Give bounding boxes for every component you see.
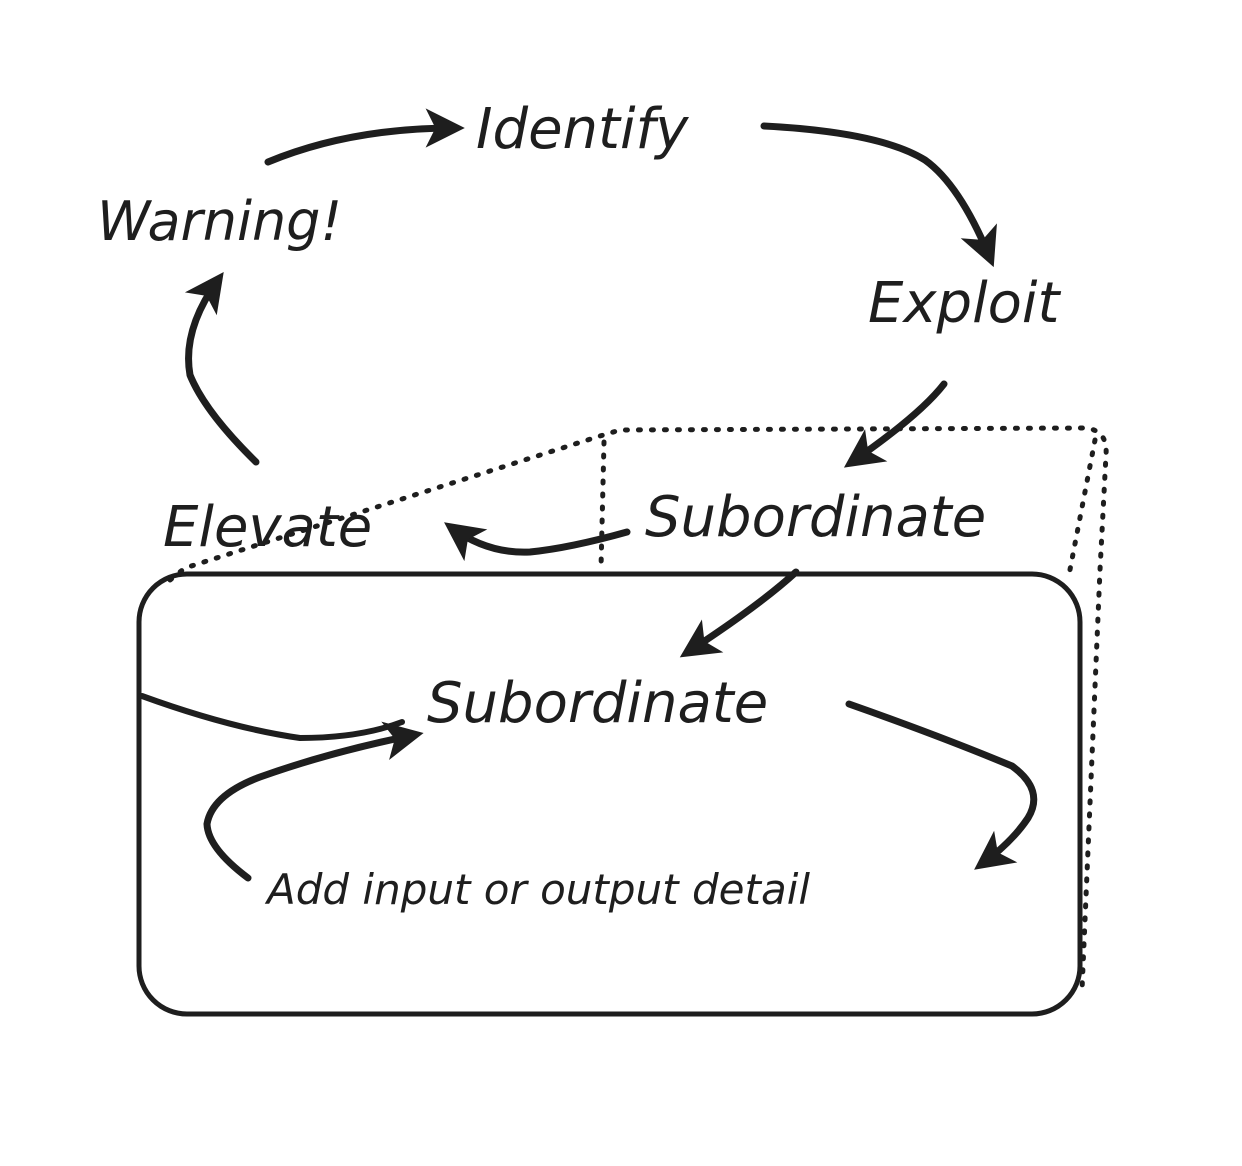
arrow-detail-to-subordinate [203, 721, 424, 882]
inner-box [136, 571, 1083, 1017]
arrow-elevate-to-warning [184, 272, 260, 466]
node-subordinate-top: Subordinate [645, 485, 986, 550]
node-exploit: Exploit [868, 271, 1061, 336]
arrow-subordinate-to-inner [679, 568, 800, 658]
node-subordinate-inner: Subordinate [427, 671, 768, 736]
node-elevate: Elevate [163, 495, 372, 560]
dotted-outer-region [167, 425, 1109, 993]
node-identify: Identify [476, 97, 689, 162]
arrow-warning-to-identify [264, 108, 465, 166]
arrow-subordinate-to-detail [845, 700, 1038, 870]
node-detail: Add input or output detail [264, 865, 810, 914]
arrow-subordinate-to-elevate [444, 522, 631, 562]
dotted-right-inner [1065, 437, 1098, 583]
arrow-exploit-to-subordinate [843, 380, 948, 468]
node-warning: Warning! [97, 190, 342, 253]
line-left-into-subordinate [139, 693, 405, 741]
dotted-inner-divider [598, 439, 607, 571]
arrow-identify-to-exploit [760, 122, 997, 268]
